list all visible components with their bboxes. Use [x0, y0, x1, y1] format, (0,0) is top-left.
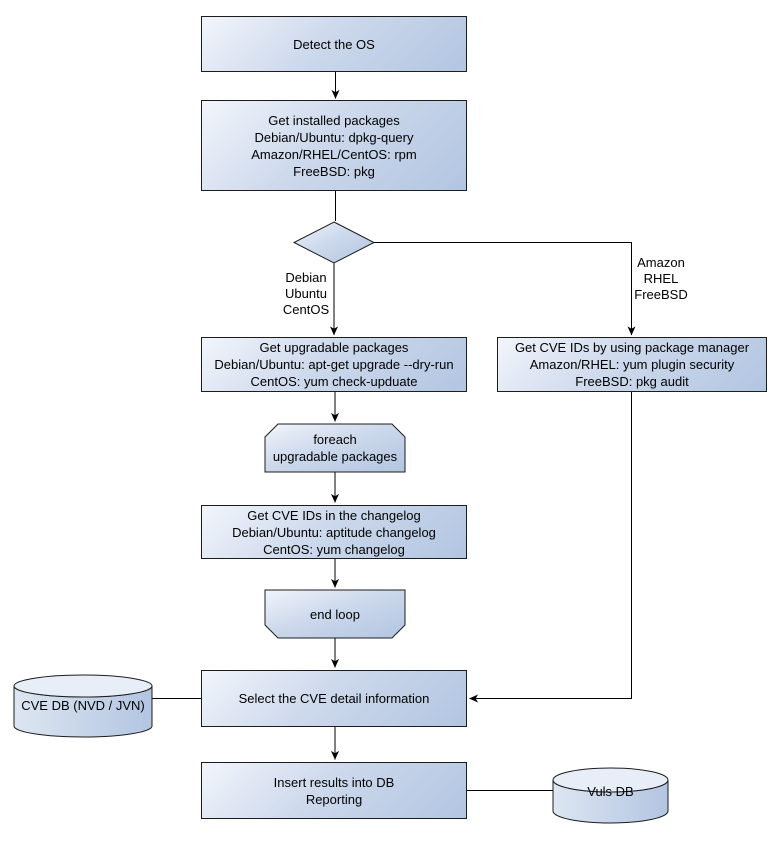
node-text: Vuls DB [587, 783, 634, 799]
node-text: Insert results into DB [273, 774, 395, 790]
node-text: Get CVE IDs by using package manager [514, 340, 750, 355]
edge-label-text: Debian [285, 270, 327, 285]
node-get-upgradable-packages: Get upgradable packages Debian/Ubuntu: a… [201, 337, 467, 392]
node-foreach-loop-label: foreach upgradable packages [265, 424, 405, 472]
node-text: end loop [310, 606, 360, 622]
node-get-cve-ids-package-manager: Get CVE IDs by using package manager Ama… [497, 337, 767, 392]
cve-db-cylinder-top [13, 674, 153, 698]
node-get-cve-ids-changelog: Get CVE IDs in the changelog Debian/Ubun… [201, 505, 467, 559]
node-text: Get upgradable packages [259, 340, 409, 355]
end-loop-shape [264, 589, 406, 639]
node-vuls-db-label: Vuls DB [553, 779, 668, 803]
node-text: Debian/Ubuntu: apt-get upgrade --dry-run [214, 357, 454, 372]
node-text: FreeBSD: pkg [293, 163, 375, 179]
node-text: FreeBSD: pkg audit [575, 374, 689, 389]
edge-label-text: RHEL [643, 271, 679, 286]
node-text: Debian/Ubuntu: dpkg-query [254, 129, 414, 145]
edge-label-right-branch: Amazon RHEL FreeBSD [633, 255, 689, 303]
edge-label-text: FreeBSD [634, 287, 688, 302]
node-text: CentOS: yum changelog [263, 541, 405, 557]
node-cve-db-label: CVE DB (NVD / JVN) [14, 692, 152, 718]
node-text: Get CVE IDs in the changelog [247, 507, 421, 523]
foreach-loop-shape [264, 423, 406, 473]
edge-pkgmgr-to-select [469, 392, 632, 703]
vuls-db-cylinder-top [552, 767, 669, 793]
node-text: Debian/Ubuntu: aptitude changelog [232, 524, 436, 540]
node-detect-os: Detect the OS [201, 16, 467, 72]
node-select-cve-detail: Select the CVE detail information [201, 670, 467, 727]
edge-label-text: Ubuntu [285, 286, 327, 301]
decision-diamond-shape [292, 221, 376, 264]
node-text: Select the CVE detail information [238, 691, 430, 706]
node-text: Detect the OS [293, 36, 375, 52]
node-end-loop-label: end loop [265, 590, 405, 638]
node-insert-results: Insert results into DB Reporting [201, 762, 467, 819]
node-text: Amazon/RHEL: yum plugin security [529, 357, 735, 372]
edge-label-left-branch: Debian Ubuntu CentOS [280, 270, 332, 318]
node-text: Amazon/RHEL/CentOS: rpm [251, 146, 417, 162]
node-text: Get installed packages [268, 112, 400, 128]
node-text: foreach [313, 432, 357, 447]
edge-decision-to-pkgmgr [374, 242, 636, 336]
edge-label-text: CentOS [282, 302, 330, 317]
node-text: CentOS: yum check-upduate [250, 374, 418, 389]
edge-label-text: Amazon [637, 255, 685, 270]
node-text: CVE DB (NVD / JVN) [21, 697, 145, 713]
node-text: upgradable packages [272, 449, 398, 464]
node-get-installed-packages: Get installed packages Debian/Ubuntu: dp… [201, 100, 467, 191]
node-text: Reporting [305, 791, 363, 807]
